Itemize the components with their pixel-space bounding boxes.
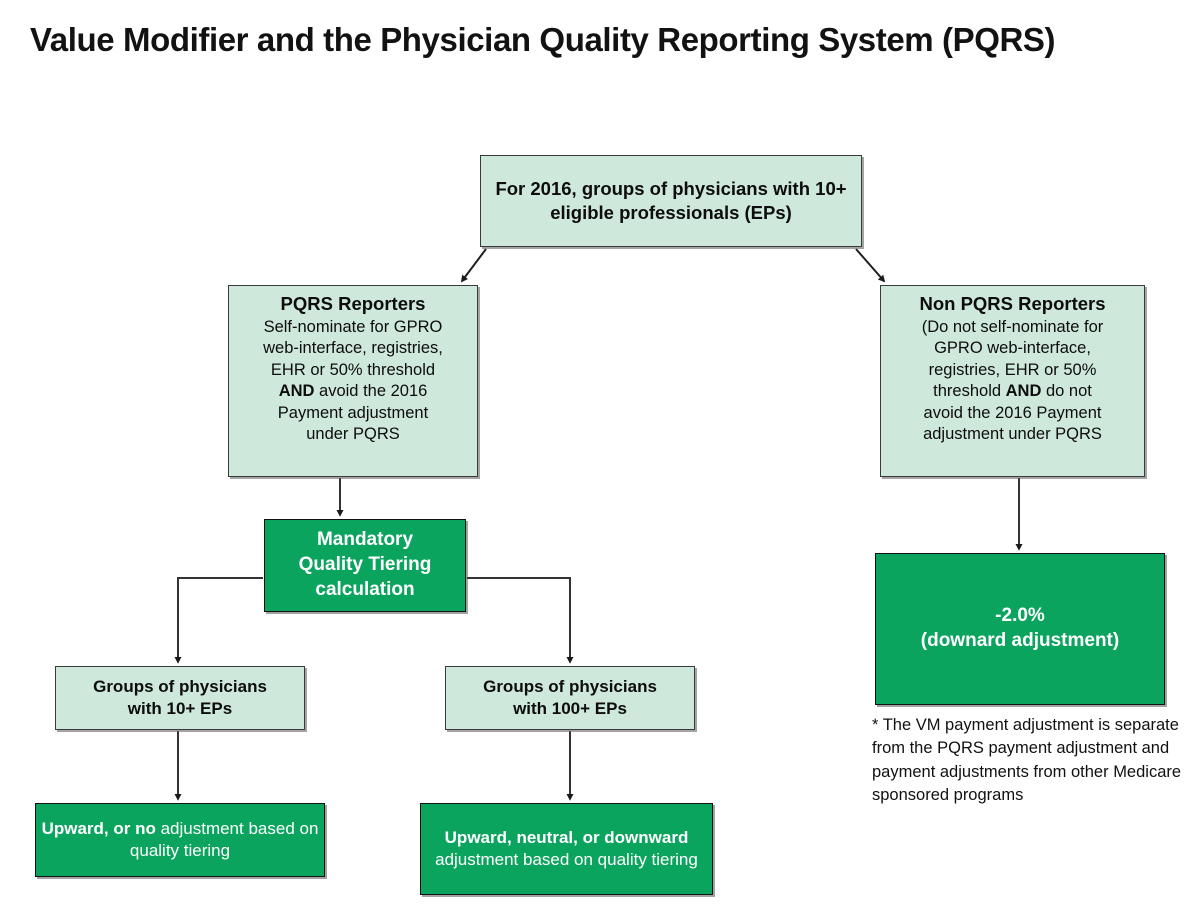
edge-top-to-pqrs	[460, 248, 487, 283]
node-upward-neutral-downward-adjustment: Upward, neutral, or downward adjustment …	[420, 803, 713, 895]
node-nonpqrs-heading: Non PQRS Reporters	[919, 293, 1106, 314]
node-nonpqrs-line3: registries, EHR or 50%	[928, 360, 1097, 379]
node-pqrs-reporters: PQRS Reporters Self-nominate for GPRO we…	[228, 285, 478, 477]
node-pqrs-line3: EHR or 50% threshold	[270, 360, 436, 379]
node-non-pqrs-reporters: Non PQRS Reporters (Do not self-nominate…	[880, 285, 1145, 477]
node-pqrs-and-keyword: AND	[278, 382, 315, 401]
node-downward-adjustment-2-percent: -2.0% (downard adjustment)	[875, 553, 1165, 705]
node-nonpqrs-line2: GPRO web-interface,	[934, 339, 1091, 358]
node-upneut-text: Upward, neutral, or downward adjustment …	[421, 827, 712, 871]
node-tiering-line1: Mandatory	[316, 529, 414, 551]
edge-tiering-to-groups100	[467, 577, 574, 664]
node-nonpqrs-line4: threshold AND do not	[933, 381, 1092, 402]
node-upneut-bold-part: Upward, neutral, or downward	[444, 827, 689, 847]
node-pqrs-line4: AND avoid the 2016	[279, 381, 428, 402]
node-pqrs-line6: under PQRS	[306, 425, 400, 444]
node-pqrs-line4-rest: avoid the 2016	[314, 382, 428, 401]
node-grp10-line1: Groups of physicians	[93, 676, 267, 696]
node-pqrs-heading: PQRS Reporters	[280, 293, 426, 314]
node-mandatory-quality-tiering: Mandatory Quality Tiering calculation	[264, 519, 466, 612]
edge-top-to-nonpqrs	[855, 248, 886, 283]
node-upward-text: Upward, or no adjustment based on qualit…	[36, 818, 324, 862]
node-pqrs-line2: web-interface, registries,	[263, 339, 443, 358]
node-grp10-line2: with 10+ EPs	[127, 699, 233, 718]
node-top-label: For 2016, groups of physicians with 10+ …	[495, 177, 847, 223]
node-downward-percent: -2.0%	[995, 605, 1045, 627]
node-nonpqrs-line4-post: do not	[1041, 382, 1092, 401]
node-upward-rest: adjustment based on quality tiering	[129, 818, 319, 860]
node-grp100-line2: with 100+ EPs	[513, 699, 627, 718]
node-nonpqrs-and-keyword: AND	[1005, 382, 1042, 401]
node-grp100-line1: Groups of physicians	[483, 676, 657, 696]
footnote-vm-payment-adjustment: * The VM payment adjustment is separate …	[872, 716, 1182, 805]
node-upward-bold-part: Upward, or no	[41, 818, 156, 838]
node-pqrs-line1: Self-nominate for GPRO	[263, 318, 443, 337]
node-groups-100-plus-eps: Groups of physicians with 100+ EPs	[445, 666, 695, 730]
node-pqrs-line5: Payment adjustment	[277, 403, 429, 422]
node-upward-or-no-adjustment: Upward, or no adjustment based on qualit…	[35, 803, 325, 877]
node-top-eligible-groups: For 2016, groups of physicians with 10+ …	[480, 155, 862, 247]
edge-tiering-to-groups10	[174, 577, 263, 664]
node-nonpqrs-line4-pre: threshold	[933, 382, 1006, 401]
node-nonpqrs-line6: avoid the 2016 Payment	[923, 403, 1102, 422]
node-tiering-line3: calculation	[315, 578, 415, 600]
node-nonpqrs-line7: adjustment under PQRS	[923, 425, 1102, 444]
page-title: Value Modifier and the Physician Quality…	[30, 21, 1056, 58]
node-tiering-line2: Quality Tiering	[298, 554, 432, 576]
node-downward-label: (downard adjustment)	[920, 630, 1120, 651]
node-upneut-rest: adjustment based on quality tiering	[435, 850, 698, 869]
node-nonpqrs-line1: (Do not self-nominate for	[921, 318, 1104, 337]
node-groups-10-plus-eps: Groups of physicians with 10+ EPs	[55, 666, 305, 730]
